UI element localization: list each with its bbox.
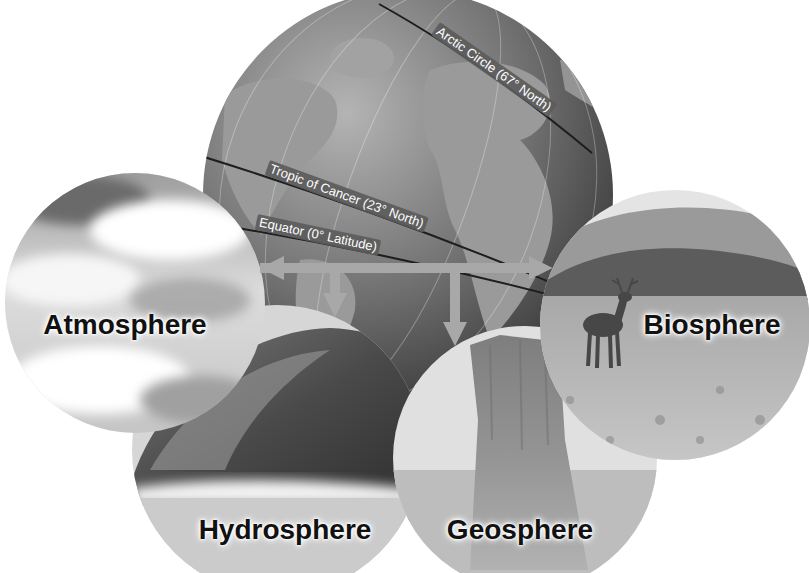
sphere-name: Geosphere [447, 513, 593, 547]
meadow [535, 296, 809, 471]
latitude-label: Equator (0° Latitude) [255, 214, 382, 256]
sphere-circle: Atmosphere [5, 173, 265, 433]
arctic-circle-line [379, 4, 592, 153]
continent [330, 38, 394, 78]
sphere-name: Hydrosphere [199, 513, 372, 547]
sphere-circle: Hydrosphere [132, 305, 422, 573]
continent [560, 59, 612, 120]
latitude-label: Arctic Circle (67° North) [431, 22, 557, 117]
biosphere-photo [535, 185, 809, 471]
sphere-name: Biosphere [644, 308, 781, 342]
forest-hill [540, 248, 809, 300]
atmosphere-photo [0, 170, 270, 440]
sphere-name: Atmosphere [43, 308, 206, 342]
sphere-circle: Geosphere [393, 326, 657, 573]
continent [222, 79, 337, 235]
connector-arrow [260, 268, 455, 330]
deer [583, 278, 638, 368]
mountains [540, 207, 809, 300]
sphere-circle: Biosphere [540, 190, 809, 460]
beach [130, 498, 430, 573]
